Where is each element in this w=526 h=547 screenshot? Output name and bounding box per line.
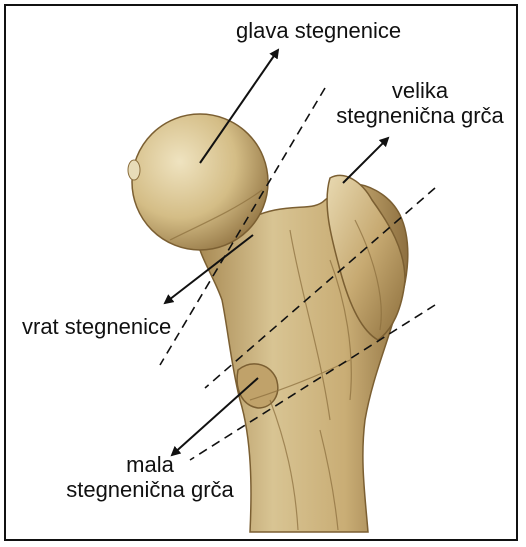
label-greater-trochanter-line2: stegnenična grča: [320, 103, 520, 128]
label-neck: vrat stegnenice: [22, 314, 171, 339]
arrow-greater-trochanter: [343, 138, 388, 183]
label-lesser-trochanter: mala stegnenična grča: [40, 452, 260, 503]
label-lesser-trochanter-line1: mala: [40, 452, 260, 477]
label-head: glava stegnenice: [236, 18, 401, 43]
label-lesser-trochanter-line2: stegnenična grča: [40, 477, 260, 502]
label-greater-trochanter: velika stegnenična grča: [320, 78, 520, 129]
label-greater-trochanter-line1: velika: [320, 78, 520, 103]
femoral-head-shape: [132, 114, 268, 250]
